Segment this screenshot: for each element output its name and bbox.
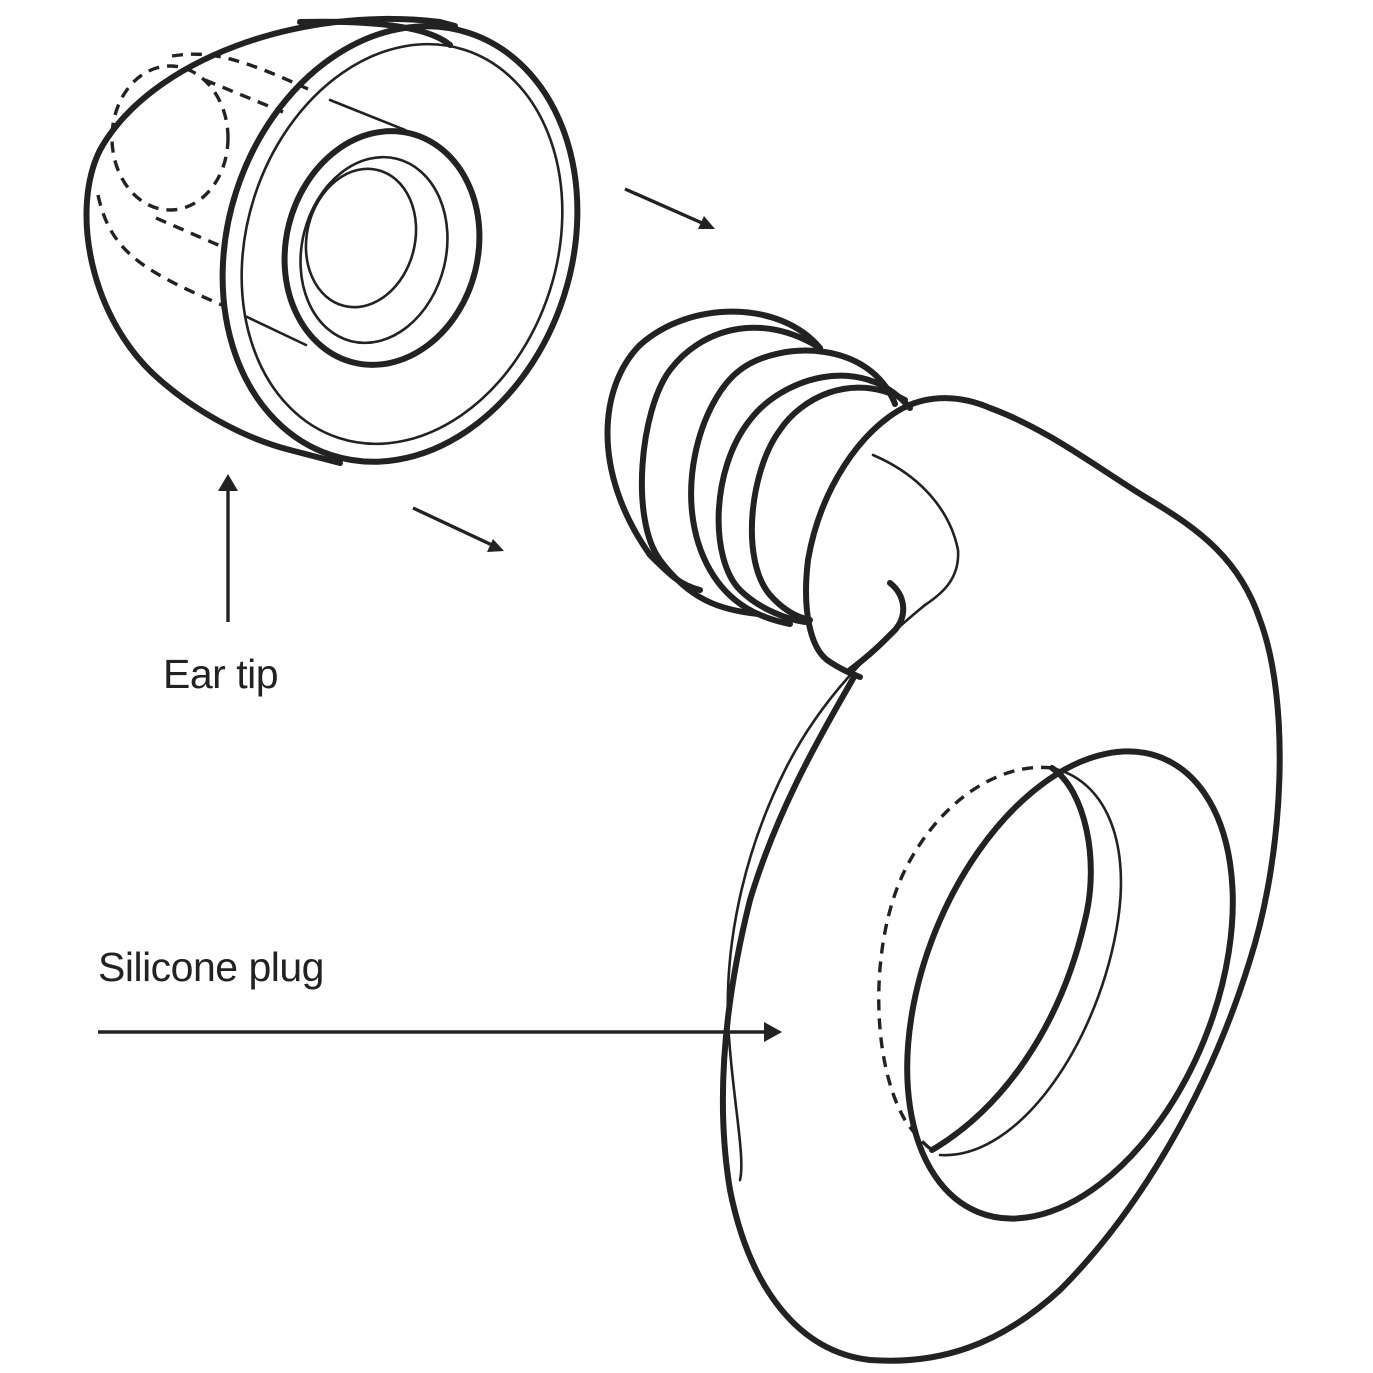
ear-tip-hidden-circle xyxy=(110,64,230,212)
plug-rib-5 xyxy=(748,384,908,623)
plug-rib-2 xyxy=(638,324,823,617)
ear-tip-flange-outer xyxy=(219,23,581,465)
plug-ring-hidden-edge xyxy=(877,765,1053,1152)
ear-tip-stem-top-line xyxy=(328,98,407,132)
ear-tip-top-line xyxy=(297,18,453,48)
ear-tip-stem-bottom-line xyxy=(243,314,308,347)
ear-tip-flange-inner xyxy=(240,42,564,446)
plug-ring-inner-front xyxy=(929,765,1094,1153)
ear-tip-hidden-bottom-line-2 xyxy=(96,194,223,307)
ear-tip-callout-arrow xyxy=(218,474,238,622)
plug-nozzle-seam xyxy=(871,453,960,607)
plug-hook-curl xyxy=(847,580,907,673)
ear-tip-bore-hole xyxy=(304,167,418,309)
ear-tip-bore-ring xyxy=(281,128,483,368)
ear-tip-dome-outline xyxy=(83,16,443,466)
plug-rib-3 xyxy=(688,347,898,627)
assembly-arrow-upper xyxy=(624,187,715,229)
plug-nozzle-head xyxy=(803,404,908,680)
assembly-arrow-lower xyxy=(412,506,504,552)
ear-tip-bore-inner xyxy=(299,155,449,345)
silicone-plug-callout-arrow xyxy=(98,1022,782,1042)
silicone-plug-label: Silicone plug xyxy=(98,944,325,990)
ear-tip-hidden-top-line-2 xyxy=(204,78,284,114)
silicone-plug-illustration xyxy=(604,308,1283,1364)
plug-body-inner-stripe xyxy=(726,603,927,1182)
ear-tip-illustration xyxy=(83,16,581,466)
ear-tip-hidden-top-line-1 xyxy=(171,52,309,91)
plug-ring-inner-back xyxy=(938,766,1123,1157)
plug-rib-4 xyxy=(715,372,913,625)
plug-ring-outer xyxy=(904,748,1236,1222)
ear-tip-label: Ear tip xyxy=(163,651,279,697)
ear-tip-hidden-bottom-line-1 xyxy=(155,216,226,250)
